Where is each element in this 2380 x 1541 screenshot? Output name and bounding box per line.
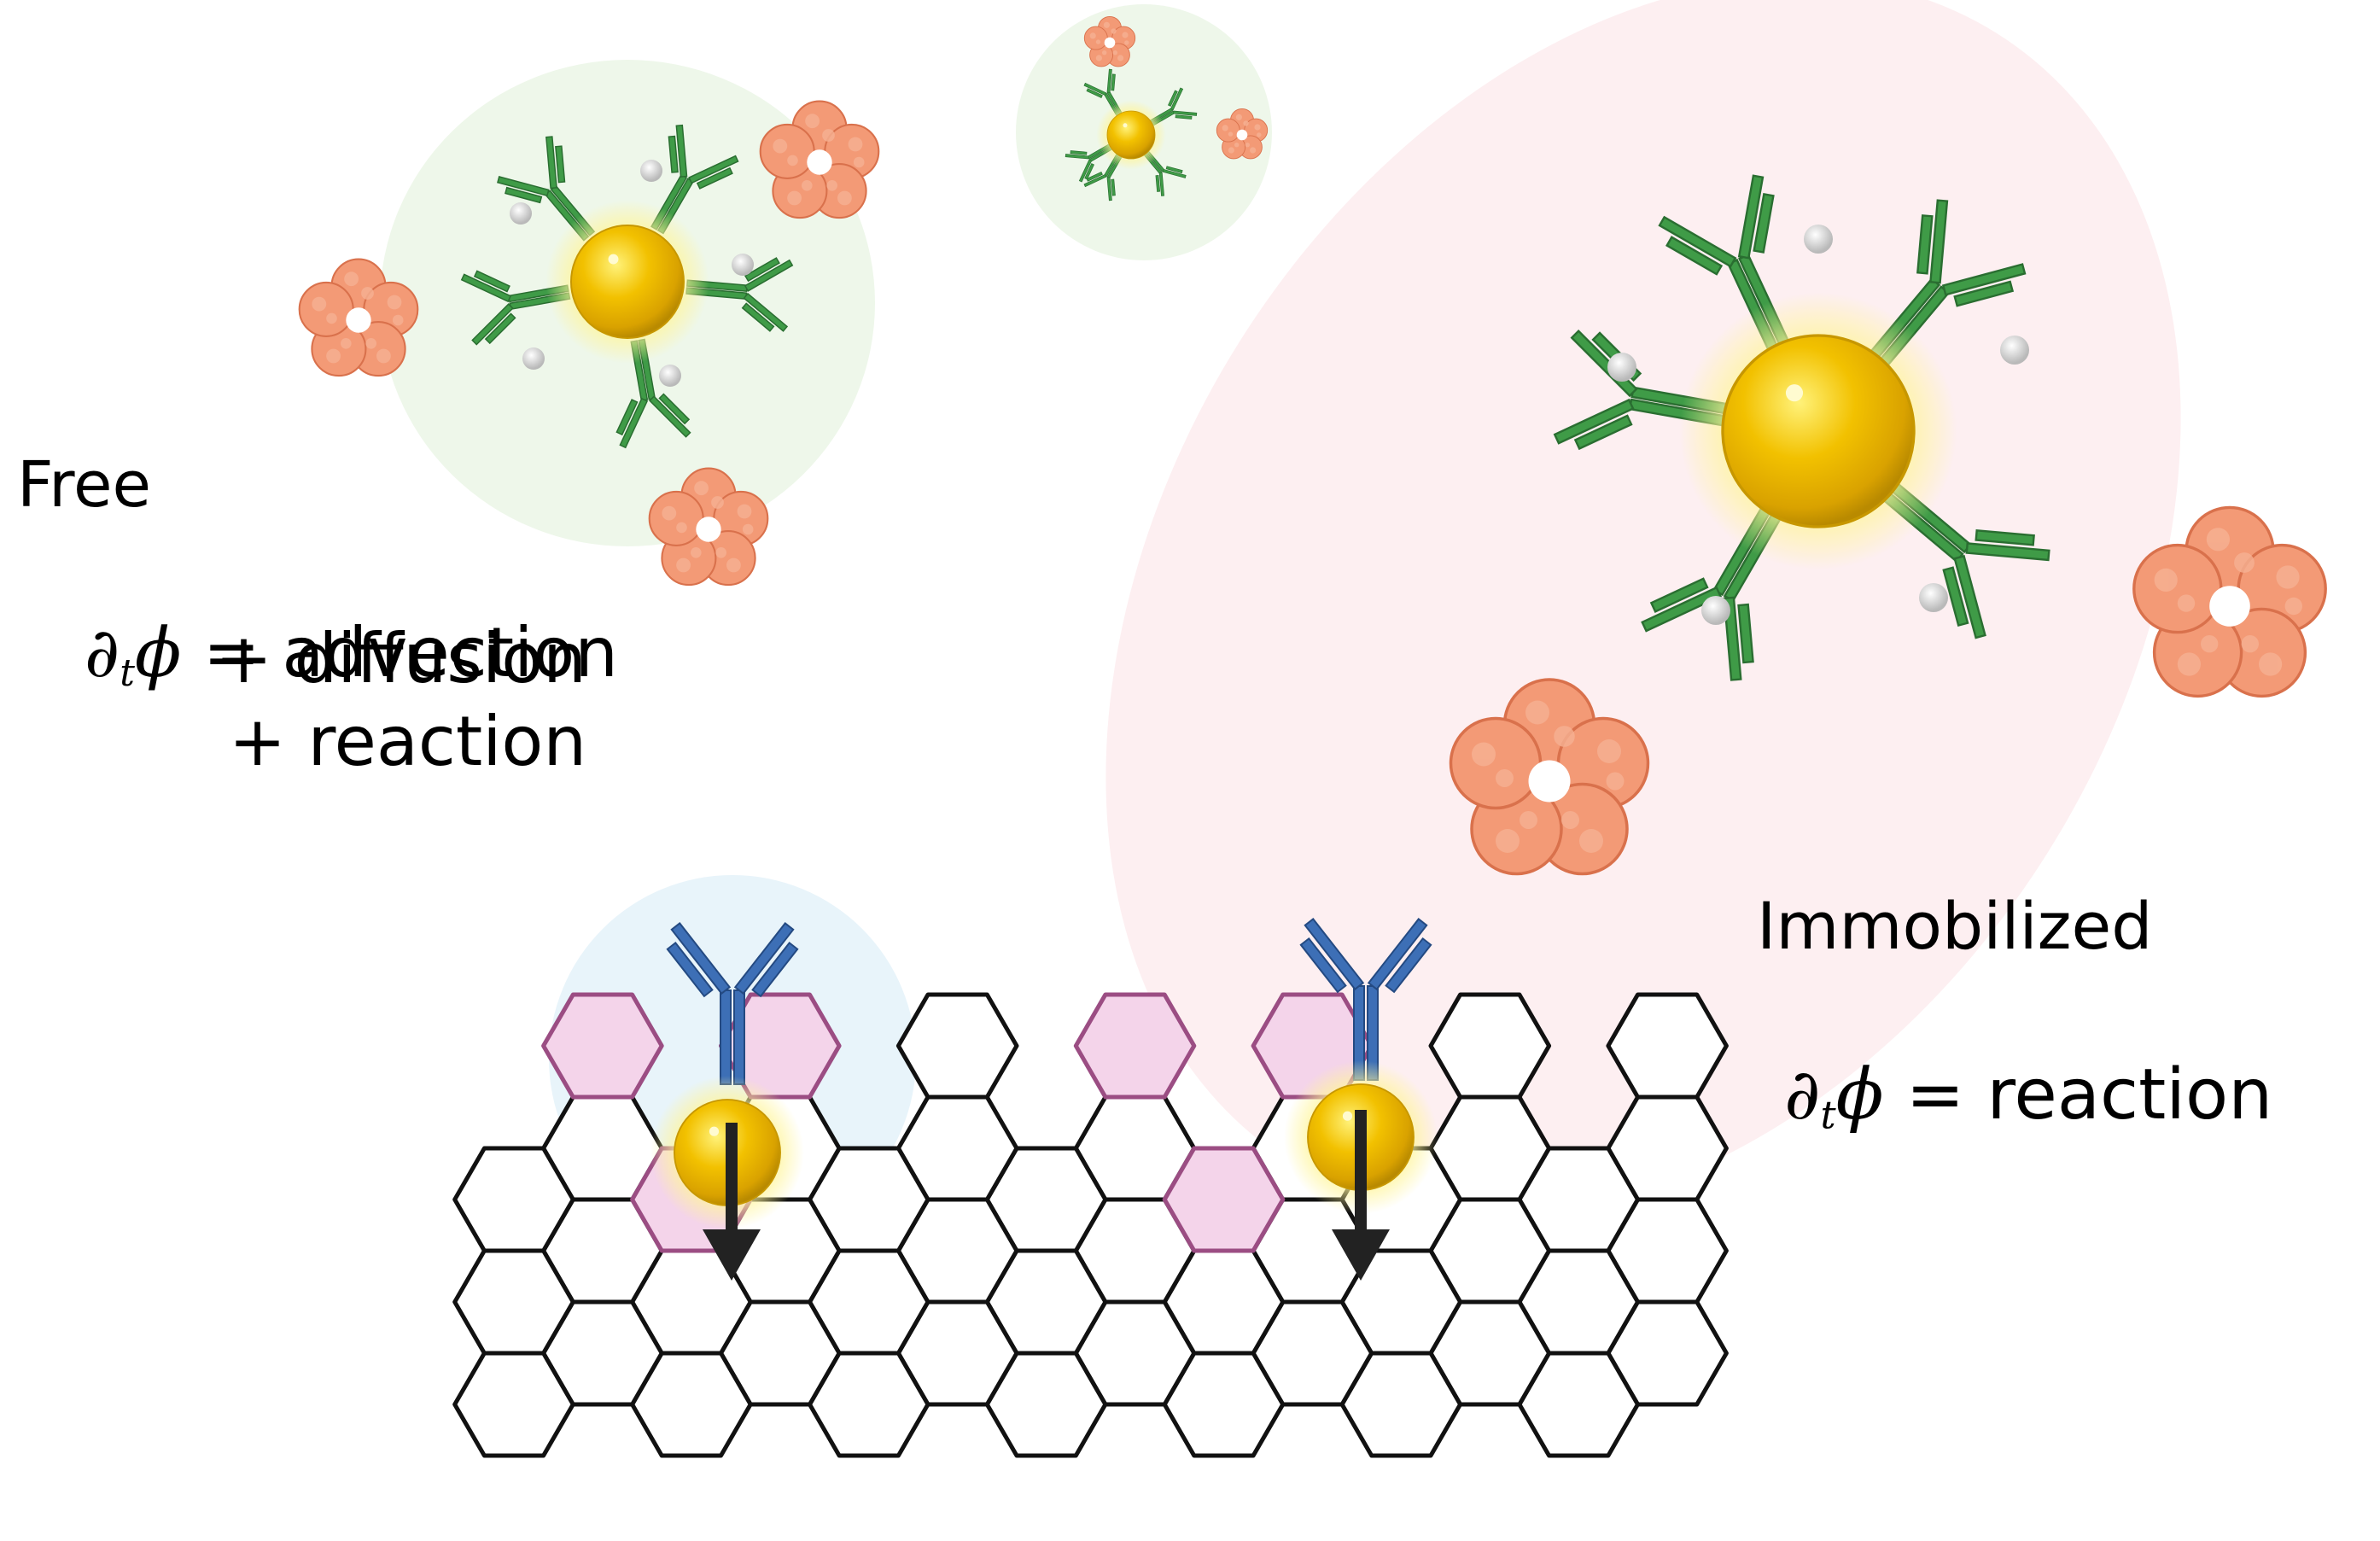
hex-cell bbox=[895, 992, 1019, 1100]
free-equation-line1: ∂tϕ = advection bbox=[41, 534, 618, 695]
hex-cell bbox=[1428, 992, 1552, 1100]
surface-capture-left bbox=[650, 922, 805, 1281]
immobilized-halo bbox=[1105, 0, 2181, 1217]
surface-lattice bbox=[452, 992, 1729, 1458]
time-subscript-2: t bbox=[1820, 1092, 1836, 1138]
bound-hex-cell bbox=[1162, 1146, 1286, 1253]
immobilized-equation: ∂tϕ = reaction bbox=[1740, 973, 2272, 1137]
time-subscript: t bbox=[120, 651, 135, 695]
partial-symbol-2: ∂ bbox=[1784, 1054, 1821, 1135]
free-equation-line3: + reaction bbox=[229, 702, 587, 781]
immobilized-title: Immobilized bbox=[1757, 888, 2153, 964]
bound-hex-cell bbox=[1073, 992, 1197, 1100]
free-title: Free bbox=[17, 448, 152, 522]
free-rhs-line1: = advection bbox=[181, 613, 618, 692]
phi-symbol-2: ϕ bbox=[1835, 1054, 1884, 1135]
surface-capture-right bbox=[1284, 918, 1438, 1281]
immobilized-conjugate-cluster bbox=[1449, 166, 2327, 876]
gold-nanoparticle bbox=[545, 200, 709, 363]
immobilized-rhs: = reaction bbox=[1883, 1054, 2273, 1135]
free-equation-line2: + diffusion bbox=[215, 619, 586, 698]
partial-symbol: ∂ bbox=[84, 613, 120, 692]
hex-cell bbox=[1606, 992, 1729, 1100]
phi-symbol: ϕ bbox=[134, 613, 182, 692]
hex-cell bbox=[452, 1146, 575, 1253]
free-conjugate-cluster bbox=[298, 100, 880, 587]
gold-nanoparticle-large bbox=[1680, 293, 1957, 570]
bound-hex-cell bbox=[541, 992, 664, 1100]
